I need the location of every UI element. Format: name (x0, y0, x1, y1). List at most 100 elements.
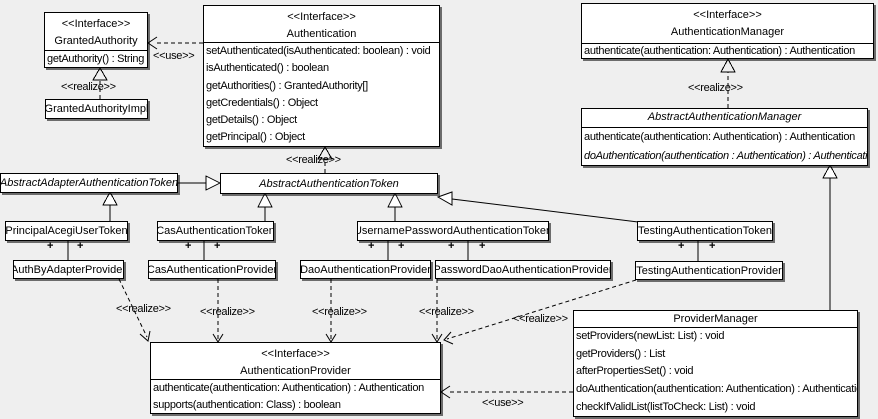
method: getAuthority() : String (47, 53, 145, 65)
class-dao-authentication-provider: DaoAuthenticationProvider (300, 260, 431, 279)
methods-compartment: authenticate(authentication: Authenticat… (582, 127, 868, 165)
edge-label-realize-authentication: <<realize>> (286, 154, 341, 166)
edge-label-realize-testingprovider: <<realize>> (513, 313, 568, 325)
method: authenticate(authentication: Authenticat… (584, 45, 855, 57)
edge-realize-authby-to-authprovider (118, 278, 151, 342)
assoc-end-plus: + (214, 240, 221, 252)
methods-compartment: setAuthenticated(isAuthenticated: boolea… (204, 42, 439, 146)
method: checkIfValidList(listToCheck: List) : vo… (576, 400, 756, 413)
method: getPrincipal() : Object (206, 131, 305, 144)
class-authentication: <<Interface>> Authentication setAuthenti… (203, 5, 440, 147)
method: setProviders(newList: List) : void (576, 330, 725, 342)
class-title: <<Interface>> AuthenticationProvider (151, 343, 440, 379)
edge-label-use-providermanager: <<use>> (482, 397, 524, 409)
class-principal-acegi-user-token: PrincipalAcegiUserToken (5, 221, 128, 241)
edge-use-authentication-to-grantedauthority (147, 36, 203, 50)
class-name: CasAuthenticationProvider (148, 263, 276, 276)
edge-label-realize-authbyadapter: <<realize>> (116, 303, 171, 315)
class-title: <<Interface>> AuthenticationManager (582, 4, 873, 43)
method: setAuthenticated(isAuthenticated: boolea… (206, 45, 431, 57)
edge-generalization-testingtoken-to-abstracttoken (436, 191, 639, 223)
methods-compartment: authenticate(authentication: Authenticat… (582, 43, 873, 58)
class-authentication-provider: <<Interface>> AuthenticationProvider aut… (150, 342, 441, 414)
class-name: AuthenticationManager (670, 26, 785, 38)
stereotype: <<Interface>> (61, 18, 131, 30)
class-name: CasAuthenticationToken (157, 225, 274, 237)
assoc-end-plus: + (398, 240, 405, 252)
method: doAuthentication(authentication: Authent… (576, 383, 858, 396)
class-title: <<Interface>> Authentication (204, 6, 439, 42)
class-provider-manager: ProviderManager setProviders(newList: Li… (573, 310, 858, 417)
edge-realize-abstractmanager-to-authenticationmanager (720, 57, 736, 108)
class-name: TestingAuthenticationToken (638, 225, 772, 237)
edge-realize-abstracttoken-to-authentication (317, 146, 333, 173)
class-name: AuthenticationProvider (240, 365, 351, 377)
assoc-end-plus: + (77, 240, 84, 252)
edge-generalization-providermanager-to-abstractmanager (822, 163, 838, 310)
methods-compartment: setProviders(newList: List) : void getPr… (574, 327, 858, 416)
class-name: PrincipalAcegiUserToken (5, 225, 128, 237)
class-username-password-authentication-token: UsernamePasswordAuthenticationToken (357, 221, 549, 241)
edge-label-realize-pwddaoprovider: <<realize>> (419, 306, 474, 318)
class-name: AuthByAdapterProvider (13, 263, 124, 276)
assoc-end-plus: + (448, 240, 455, 252)
class-name: PasswordDaoAuthenticationProvider (435, 263, 611, 276)
assoc-end-plus: + (47, 240, 54, 252)
class-abstract-adapter-authentication-token: AbstractAdapterAuthenticationToken (0, 173, 178, 193)
edge-realize-impl-to-grantedauthority (92, 67, 108, 99)
class-name: TestingAuthenticationProvider (636, 264, 782, 277)
method: isAuthenticated() : boolean (206, 62, 329, 75)
assoc-end-plus: + (185, 240, 192, 252)
edge-realize-testingprovider-to-authprovider (443, 279, 637, 345)
stereotype: <<Interface>> (693, 9, 762, 21)
edge-label-use-grantedauthority: <<use>> (153, 50, 195, 62)
class-granted-authority: <<Interface>> GrantedAuthority getAuthor… (44, 12, 148, 68)
method: supports(authentication: Class) : boolea… (153, 399, 341, 412)
edge-generalization-userpwdtoken-to-abstracttoken (387, 191, 403, 221)
stereotype: <<Interface>> (287, 11, 356, 23)
class-name: UsernamePasswordAuthenticationToken (357, 225, 549, 237)
class-name: AbstractAdapterAuthenticationToken (0, 177, 178, 189)
class-name: ProviderManager (673, 313, 758, 325)
class-name: Authentication (286, 28, 357, 40)
class-cas-authentication-token: CasAuthenticationToken (157, 221, 274, 241)
class-abstract-authentication-token: AbstractAuthenticationToken (220, 173, 438, 194)
class-auth-by-adapter-provider: AuthByAdapterProvider (13, 260, 124, 279)
assoc-end-plus: + (479, 240, 486, 252)
stereotype: <<Interface>> (261, 348, 330, 360)
edge-assoc-token-provider (67, 240, 699, 261)
edge-label-realize-grantedauthority: <<realize>> (61, 81, 116, 93)
class-testing-authentication-token: TestingAuthenticationToken (637, 221, 773, 241)
class-name: GrantedAuthority (54, 35, 138, 47)
class-granted-authority-impl: GrantedAuthorityImpl (45, 99, 148, 119)
edge-use-providermanager-to-authprovider (440, 385, 573, 399)
method: getCredentials() : Object (206, 96, 318, 109)
edge-label-realize-casprovider: <<realize>> (200, 306, 255, 318)
methods-compartment: getAuthority() : String (45, 50, 147, 67)
class-abstract-authentication-manager: AbstractAuthenticationManager authentica… (581, 108, 868, 166)
assoc-end-plus: + (678, 240, 685, 252)
method: getProviders() : List (576, 347, 666, 360)
assoc-end-plus: + (368, 240, 375, 252)
edge-generalization-castoken-to-abstracttoken (257, 191, 273, 221)
method: getAuthorities() : GrantedAuthority[] (206, 79, 368, 92)
class-testing-authentication-provider: TestingAuthenticationProvider (635, 261, 783, 280)
class-cas-authentication-provider: CasAuthenticationProvider (148, 260, 276, 279)
edge-generalization-adapter-to-abstracttoken (178, 175, 222, 191)
method: afterPropertiesSet() : void (576, 365, 694, 378)
class-name: DaoAuthenticationProvider (300, 263, 431, 276)
edge-label-realize-authenticationmanager: <<realize>> (688, 82, 743, 94)
class-authentication-manager: <<Interface>> AuthenticationManager auth… (581, 3, 874, 59)
method: doAuthentication(authentication : Authen… (584, 150, 868, 162)
edge-label-realize-daoprovider: <<realize>> (312, 306, 367, 318)
class-name: GrantedAuthorityImpl (45, 103, 148, 115)
method: getDetails() : Object (206, 114, 297, 127)
edge-generalization-principal-to-adapter (102, 190, 118, 221)
method: authenticate(authentication: Authenticat… (153, 382, 424, 394)
class-name: AbstractAuthenticationToken (259, 177, 399, 190)
methods-compartment: authenticate(authentication: Authenticat… (151, 379, 440, 413)
assoc-end-plus: + (709, 240, 716, 252)
class-title: <<Interface>> GrantedAuthority (45, 13, 147, 50)
